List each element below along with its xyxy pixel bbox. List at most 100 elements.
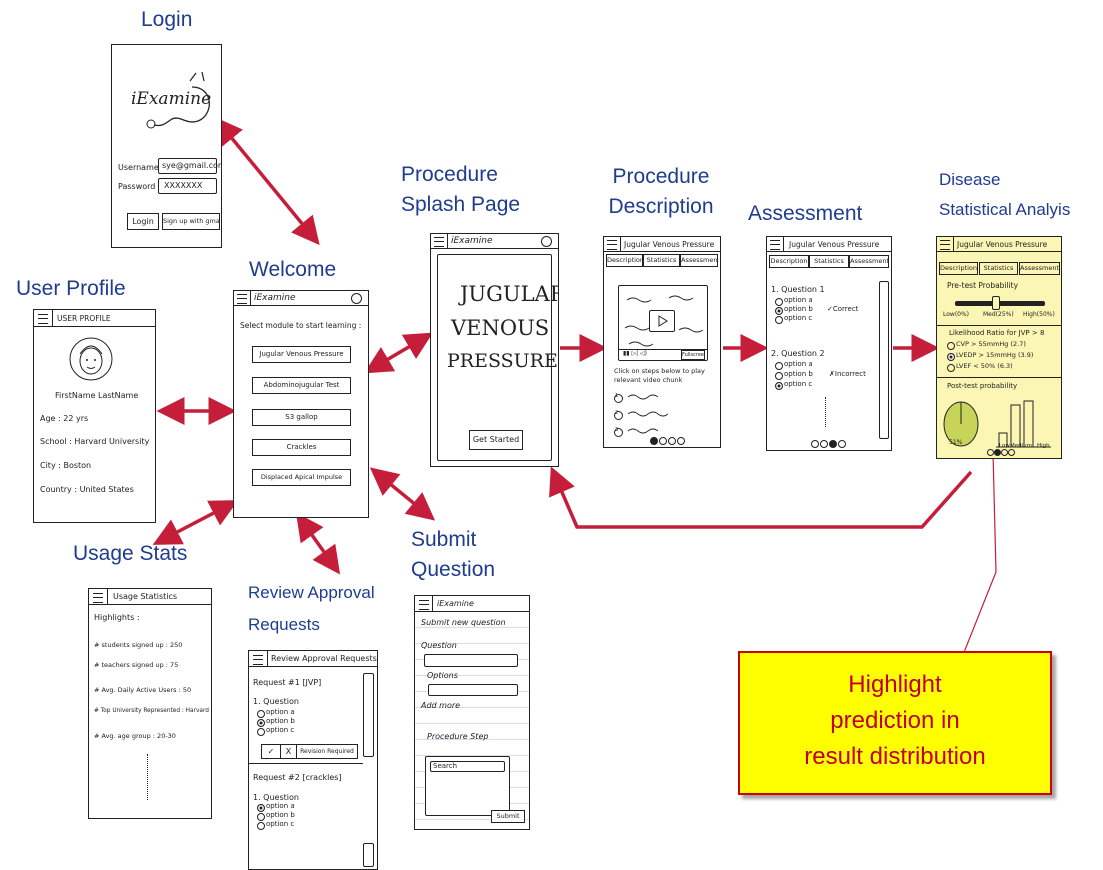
step-1-label: 1 [615, 393, 619, 399]
page-dot-4[interactable] [1008, 449, 1015, 456]
scrollbar[interactable] [879, 281, 889, 439]
module-abdominojugular-button[interactable]: Abdominojugular Test [252, 377, 351, 394]
lr-option-3-radio[interactable] [947, 364, 955, 372]
step-2-marker[interactable] [614, 411, 623, 420]
menu-icon[interactable] [419, 600, 429, 610]
pretest-slider-handle[interactable] [992, 296, 1000, 310]
profile-icon[interactable] [541, 236, 552, 247]
header-separator [953, 237, 954, 251]
reject-button[interactable]: X [280, 744, 297, 759]
scrollbar[interactable] [363, 673, 374, 757]
q1-option-b-radio[interactable] [775, 307, 783, 315]
header-separator [620, 237, 621, 251]
splash-frame [437, 254, 552, 461]
step-1-marker[interactable] [614, 394, 623, 403]
page-dot-2[interactable] [659, 437, 667, 445]
procedure-step-dropdown[interactable]: Search [425, 756, 510, 816]
page-dot-3[interactable] [668, 437, 676, 445]
submit-button[interactable]: Submit [491, 810, 525, 823]
search-input[interactable]: Search [430, 761, 505, 772]
page-dot-3[interactable] [1001, 449, 1008, 456]
scrollbar-bottom[interactable] [363, 843, 374, 867]
username-input[interactable]: sye@gmail.com [158, 158, 221, 174]
menu-icon[interactable] [253, 655, 263, 665]
slider-low-label: Low(0%) [943, 311, 970, 318]
page-dot-4[interactable] [677, 437, 685, 445]
step-3-marker[interactable] [614, 428, 623, 437]
password-input[interactable]: XXXXXXX [158, 178, 217, 194]
question-input[interactable] [424, 654, 518, 667]
tab-description[interactable]: Description [769, 255, 809, 268]
search-placeholder: Search [433, 762, 458, 770]
page-dot-1[interactable] [987, 449, 994, 456]
module-jvp-button[interactable]: Jugular Venous Pressure [252, 346, 351, 363]
option-b-radio[interactable] [257, 719, 265, 727]
menu-icon[interactable] [38, 314, 48, 324]
page-dot-3[interactable] [829, 440, 837, 448]
menu-icon[interactable] [607, 240, 617, 250]
tab-assessment[interactable]: Assessment [680, 254, 718, 267]
app-logo: iExamine [131, 89, 212, 109]
video-controls-icon[interactable]: ▮▮ ▷| ◁) [623, 350, 648, 357]
approve-button[interactable]: ✓ [261, 744, 281, 759]
video-instruction: Click on steps below to play relevant vi… [614, 367, 705, 384]
tab-description[interactable]: Description [606, 254, 643, 267]
module-apical-impulse-button[interactable]: Displaced Apical Impulse [252, 469, 351, 486]
lr-option-2-radio[interactable] [947, 353, 955, 361]
login-button[interactable]: Login [127, 213, 159, 230]
fullscreen-button[interactable]: Fullscreen [681, 350, 705, 360]
continuation-dots [147, 754, 148, 800]
arrow-submit-welcome [369, 467, 436, 521]
review-header: Review Approval Requests [271, 654, 377, 663]
page-dot-2[interactable] [994, 449, 1001, 456]
q2-option-c-label: option c [784, 380, 813, 388]
page-dot-1[interactable] [811, 440, 819, 448]
q1-option-c-radio[interactable] [775, 316, 783, 324]
option-a-radio[interactable] [257, 710, 265, 718]
bar-label-medium: Medium [1010, 443, 1032, 449]
request-2-option-a-radio[interactable] [257, 804, 265, 812]
q2-option-b-radio[interactable] [775, 372, 783, 380]
arrow-usage-welcome [152, 500, 239, 545]
page-dot-1[interactable] [650, 437, 658, 445]
x-icon: ✗ [829, 370, 835, 378]
step-scribbles [627, 394, 669, 434]
get-started-button[interactable]: Get Started [469, 430, 523, 450]
request-2-option-b-radio[interactable] [257, 813, 265, 821]
request-2-option-c-radio[interactable] [257, 822, 265, 830]
q1-option-a-radio[interactable] [775, 298, 783, 306]
page-dot-4[interactable] [838, 440, 846, 448]
play-button[interactable] [649, 310, 675, 332]
request-2-option-a-label: option a [266, 802, 295, 810]
option-c-radio[interactable] [257, 728, 265, 736]
module-s3-gallop-button[interactable]: S3 gallop [252, 409, 351, 426]
module-crackles-button[interactable]: Crackles [252, 439, 351, 456]
tab-statistics[interactable]: Statistics [643, 254, 680, 267]
q2-option-a-radio[interactable] [775, 362, 783, 370]
header-divider [249, 666, 377, 667]
arrow-welcome-splash [363, 332, 434, 374]
menu-icon[interactable] [940, 240, 950, 250]
profile-icon[interactable] [351, 293, 362, 304]
step-2-label: 2 [615, 410, 619, 416]
tab-statistics[interactable]: Statistics [979, 262, 1018, 275]
menu-icon[interactable] [237, 294, 247, 304]
menu-icon[interactable] [434, 237, 444, 247]
tab-assessment[interactable]: Assessment [1019, 262, 1060, 275]
tab-assessment[interactable]: Assessment [849, 255, 889, 268]
menu-icon[interactable] [770, 240, 780, 250]
signup-gmail-button[interactable]: Sign up with gmail [162, 213, 220, 230]
correct-label: Correct [832, 305, 859, 313]
option-input[interactable] [428, 684, 518, 696]
pretest-slider[interactable] [955, 301, 1045, 306]
page-dot-2[interactable] [820, 440, 828, 448]
lr-option-1-radio[interactable] [947, 342, 955, 350]
add-more-link[interactable]: Add more [421, 701, 461, 710]
tab-description[interactable]: Description [939, 262, 978, 275]
tab-statistics[interactable]: Statistics [809, 255, 849, 268]
menu-icon[interactable] [93, 593, 103, 603]
header-separator [783, 237, 784, 251]
revision-required-button[interactable]: Revision Required [296, 744, 358, 759]
q2-option-c-radio[interactable] [775, 382, 783, 390]
video-player[interactable]: ▮▮ ▷| ◁) Fullscreen [618, 285, 708, 361]
